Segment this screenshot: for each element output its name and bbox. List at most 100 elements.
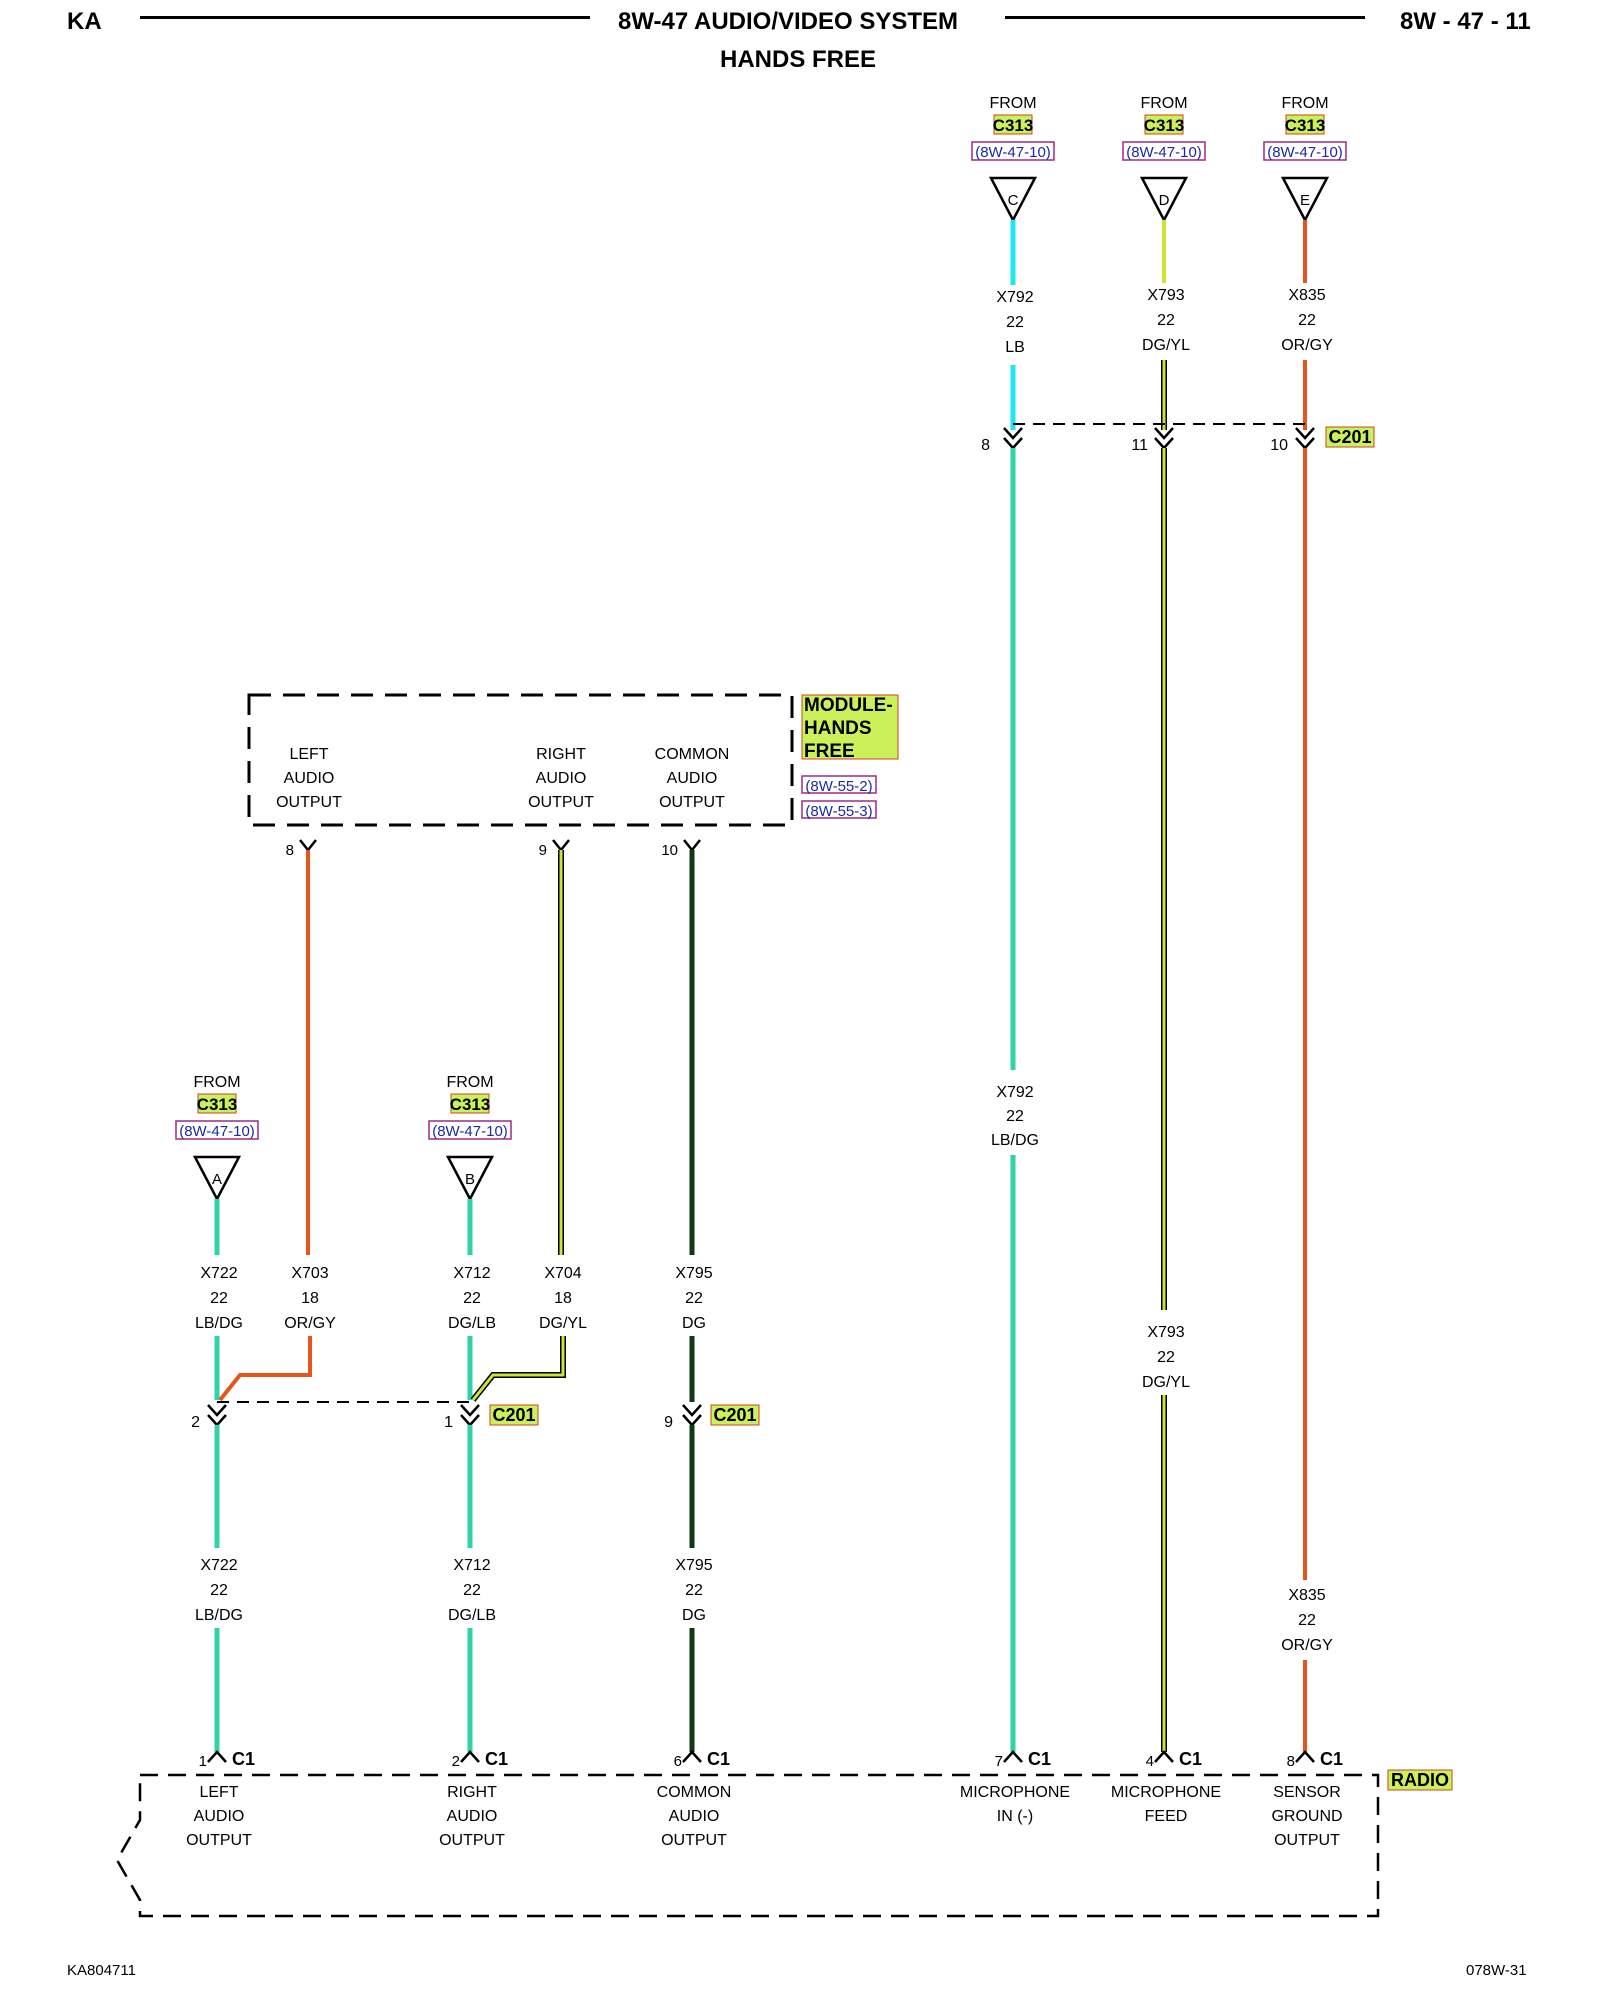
- module-output-label: AUDIO: [284, 770, 335, 787]
- radio-pin-label: OUTPUT: [661, 1832, 727, 1849]
- from-label: FROM: [193, 1074, 240, 1091]
- radio-pin-mic-feed: 4 C1 MICROPHONE FEED: [1111, 1749, 1221, 1825]
- ref-link: (8W-55-2): [805, 778, 872, 795]
- radio-pin-label: GROUND: [1271, 1808, 1342, 1825]
- wire-gauge: 22: [210, 1290, 228, 1307]
- module-name-highlight: [801, 694, 899, 760]
- radio-pin-label: MICROPHONE: [960, 1784, 1070, 1801]
- ref-box: [1263, 141, 1347, 161]
- ref-box: [428, 1120, 512, 1140]
- wire-circuit: X795: [675, 1557, 712, 1574]
- header-left-code: KA: [67, 8, 102, 35]
- wire-color: DG/YL: [1142, 1374, 1190, 1391]
- radio-pin-left-audio: 1 C1 LEFT AUDIO OUTPUT: [186, 1749, 255, 1849]
- radio-box: [115, 1773, 1380, 1918]
- wire-circuit: X793: [1147, 287, 1184, 304]
- pin-fork-icon: [552, 839, 570, 853]
- ref-link: (8W-47-10): [179, 1123, 255, 1140]
- pin-number: 6: [674, 1753, 682, 1770]
- pin-id: C: [1008, 192, 1019, 209]
- wire-x704-dgyl-join: [470, 1336, 566, 1402]
- pin-number: 1: [444, 1414, 453, 1431]
- pin-number: 8: [286, 842, 294, 859]
- pin-number: 1: [199, 1753, 207, 1770]
- connector-name: C313: [1285, 116, 1326, 135]
- wire-color: OR/GY: [1281, 337, 1333, 354]
- wire-gauge: 18: [554, 1290, 572, 1307]
- wire-gauge: 22: [463, 1582, 481, 1599]
- radio-pin-sensor-ground: 8 C1 SENSOR GROUND OUTPUT: [1271, 1749, 1343, 1849]
- wire-gauge: 22: [1157, 1349, 1175, 1366]
- connector-highlight: [1144, 114, 1184, 135]
- wire-circuit: X704: [544, 1265, 581, 1282]
- ref-link: (8W-47-10): [432, 1123, 508, 1140]
- module-output-label: LEFT: [289, 746, 328, 763]
- pin-number: 7: [995, 1753, 1003, 1770]
- module-output-label: OUTPUT: [276, 794, 342, 811]
- radio-pin-label: OUTPUT: [186, 1832, 252, 1849]
- connector-name: C313: [450, 1095, 491, 1114]
- pin-caret-icon: [682, 1750, 702, 1763]
- pin-number: 2: [452, 1753, 460, 1770]
- wire-gauge: 18: [301, 1290, 319, 1307]
- wire-circuit: X722: [200, 1265, 237, 1282]
- radio-pin-label: SENSOR: [1273, 1784, 1341, 1801]
- wire-gauge: 22: [1298, 312, 1316, 329]
- pin-number: 10: [1270, 437, 1288, 454]
- pin-caret-icon: [460, 1750, 480, 1763]
- module-name: FREE: [804, 741, 855, 762]
- page-title: 8W-47 AUDIO/VIDEO SYSTEM: [618, 8, 959, 35]
- connector-name: C201: [1328, 427, 1371, 447]
- connector-name: C1: [485, 1749, 508, 1769]
- connector-chevron-icon: [682, 1404, 702, 1417]
- from-connector-e: FROM C313 (8W-47-10) E: [1263, 95, 1347, 223]
- pin-number: 11: [1131, 437, 1148, 454]
- connector-highlight: [1325, 426, 1375, 448]
- module-output-label: OUTPUT: [659, 794, 725, 811]
- connector-highlight: [197, 1093, 237, 1114]
- radio-pin-label: AUDIO: [194, 1808, 245, 1825]
- wire-gauge: 22: [210, 1582, 228, 1599]
- module-output-label: AUDIO: [536, 770, 587, 787]
- radio-name: RADIO: [1391, 1770, 1449, 1790]
- connector-highlight: [450, 1093, 490, 1114]
- from-connector-b: FROM C313 (8W-47-10) B: [428, 1074, 512, 1202]
- connector-name: C1: [1320, 1749, 1343, 1769]
- header-rule-right: [1005, 16, 1365, 19]
- connector-chevron-icon: [460, 1404, 480, 1417]
- connector-name: C1: [232, 1749, 255, 1769]
- wire-circuit: X792: [996, 1084, 1033, 1101]
- connector-highlight: [993, 114, 1033, 135]
- ref-box: [175, 1120, 259, 1140]
- pin-number: 10: [661, 842, 678, 859]
- ref-box: [801, 800, 877, 819]
- connector-name: C313: [197, 1095, 238, 1114]
- wire-circuit: X835: [1288, 287, 1325, 304]
- pin-fork-icon: [299, 839, 317, 853]
- radio-pin-label: AUDIO: [669, 1808, 720, 1825]
- radio-pin-label: OUTPUT: [1274, 1832, 1340, 1849]
- from-connector-a: FROM C313 (8W-47-10) A: [175, 1074, 259, 1202]
- page-number: 8W - 47 - 11: [1400, 8, 1531, 35]
- wire-gauge: 22: [1006, 314, 1024, 331]
- wire-gauge: 22: [1298, 1612, 1316, 1629]
- wire-color: LB/DG: [991, 1132, 1039, 1149]
- connector-name: C201: [492, 1405, 535, 1425]
- module-name: HANDS: [804, 718, 872, 739]
- connector-name: C1: [1028, 1749, 1051, 1769]
- pin-number: 9: [539, 842, 547, 859]
- ref-box: [1122, 141, 1206, 161]
- wire-circuit: X793: [1147, 1324, 1184, 1341]
- wire-circuit: X835: [1288, 1587, 1325, 1604]
- pin-number: 8: [1287, 1753, 1295, 1770]
- wire-color: LB/DG: [195, 1607, 243, 1624]
- radio-pin-label: AUDIO: [447, 1808, 498, 1825]
- wire-color: LB: [1005, 339, 1025, 356]
- wire-color: DG/LB: [448, 1607, 496, 1624]
- ref-link: (8W-47-10): [1126, 144, 1202, 161]
- wire-color: OR/GY: [284, 1315, 336, 1332]
- from-label: FROM: [446, 1074, 493, 1091]
- pin-id: E: [1300, 192, 1310, 209]
- connector-name: C1: [1179, 1749, 1202, 1769]
- module-output-label: RIGHT: [536, 746, 586, 763]
